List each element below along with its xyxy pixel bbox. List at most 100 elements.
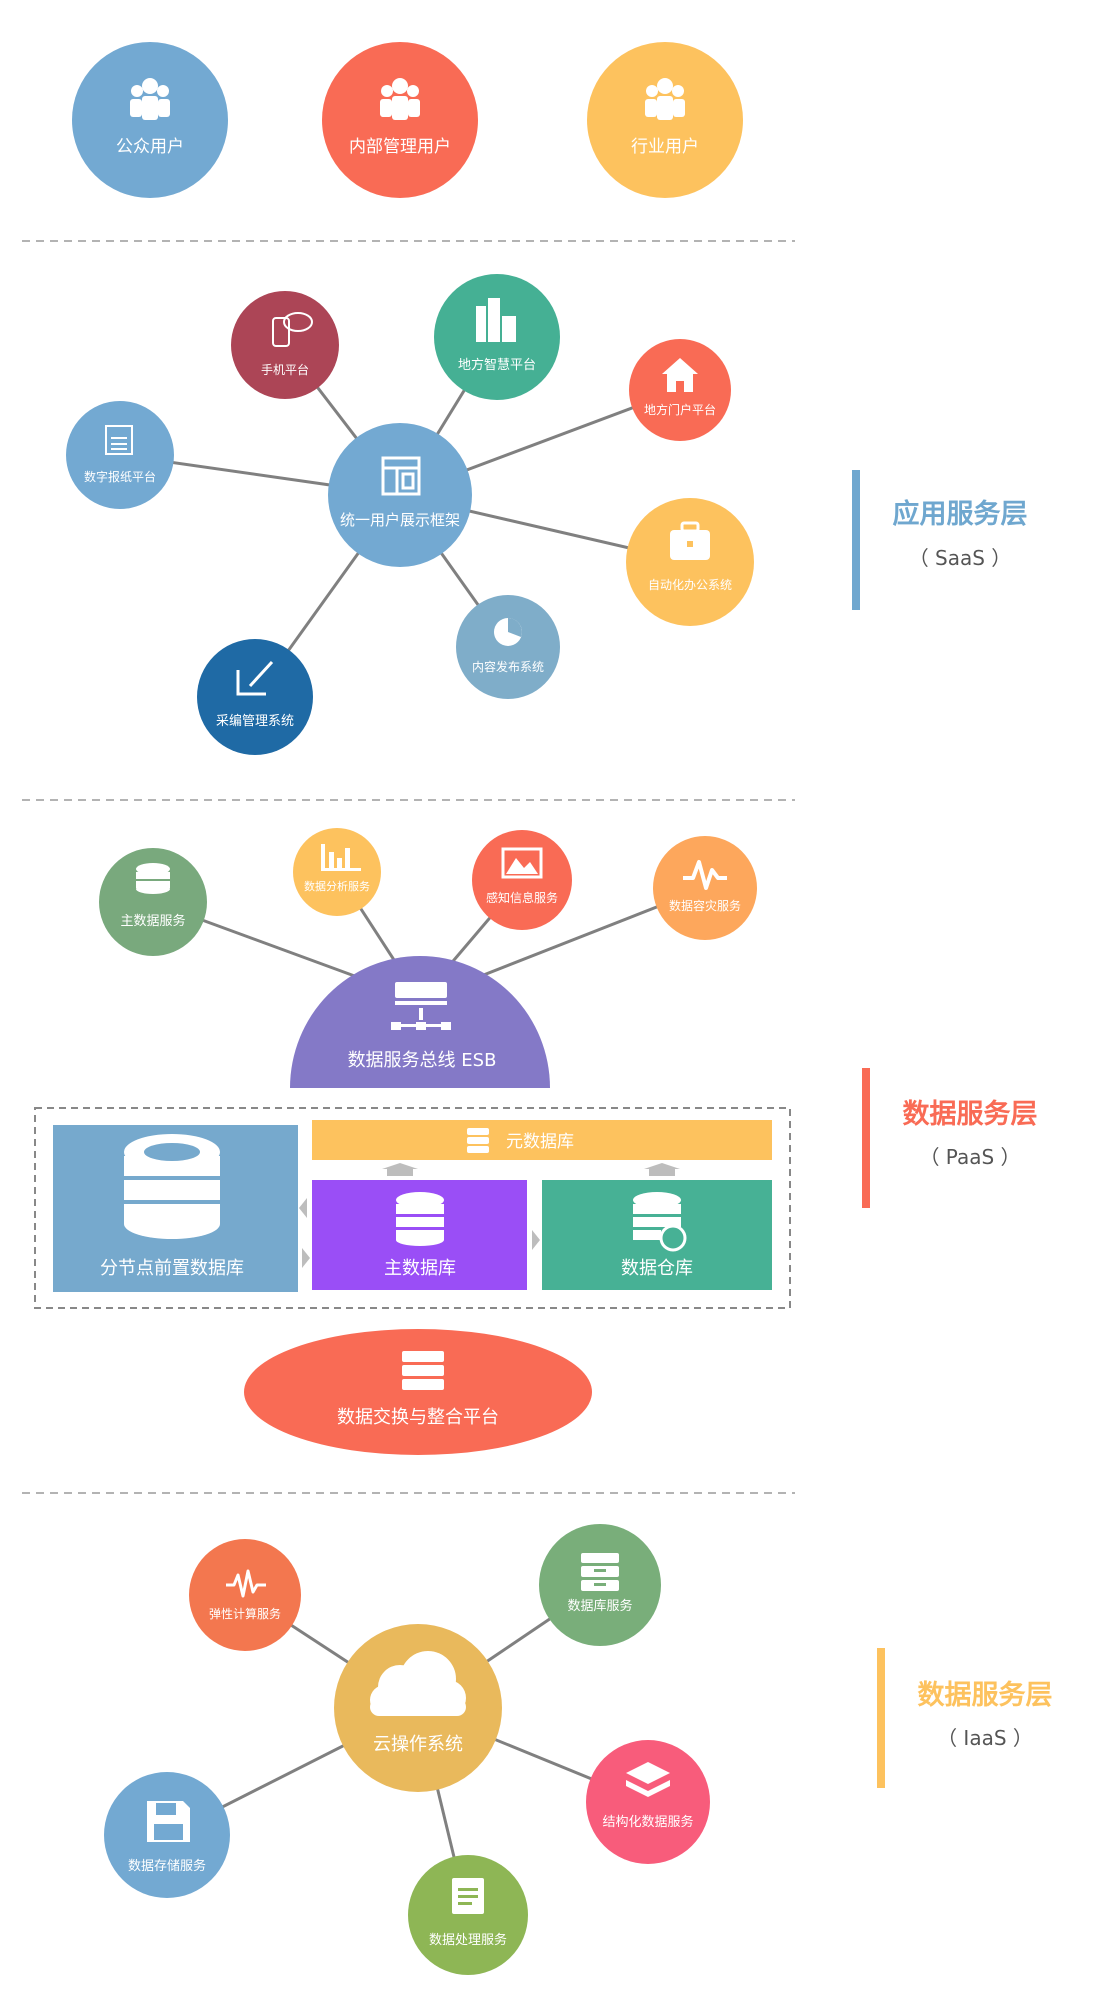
paas-layer-title: 数据服务层 [903, 1099, 1038, 1130]
arrow-up-icon [382, 1163, 418, 1176]
iaas-layer-subtitle: （ IaaS ） [937, 1726, 1033, 1750]
saas-node-label: 地方智慧平台 [458, 357, 536, 373]
database-icon [124, 1134, 220, 1239]
data-exchange-label: 数据交换与整合平台 [337, 1407, 499, 1428]
briefcase-icon [670, 521, 710, 560]
saas-node-portal: 地方门户平台 [629, 339, 731, 441]
user-public-label: 公众用户 [116, 137, 184, 157]
paas-layer: 主数据服务 数据分析服务 感知信息服务 数据容灾服务 [34, 828, 1038, 1455]
iaas-layer-title: 数据服务层 [918, 1680, 1053, 1711]
iaas-node-label: 数据处理服务 [429, 1932, 507, 1948]
paas-node-circle [472, 830, 572, 930]
iaas-node-circle [586, 1740, 710, 1864]
server-network-icon [391, 982, 451, 1030]
iaas-node-circle [189, 1539, 301, 1651]
saas-layer-title: 应用服务层 [893, 498, 1028, 530]
iaas-node-circle [408, 1855, 528, 1975]
pie-chart-icon [494, 618, 522, 646]
pulse-icon [683, 860, 727, 890]
data-warehouse-label: 数据仓库 [621, 1258, 693, 1279]
paas-node-label: 主数据服务 [120, 913, 185, 929]
paas-node-sensing: 感知信息服务 [472, 830, 572, 930]
saas-node-circle [626, 498, 754, 626]
data-exchange-platform: 数据交换与整合平台 [244, 1329, 592, 1455]
saas-node-label: 地方门户平台 [644, 402, 716, 417]
saas-node-smart-city: 地方智慧平台 [434, 274, 560, 400]
saas-node-editorial: 采编管理系统 [197, 639, 313, 755]
saas-hub-label: 统一用户展示框架 [340, 511, 460, 529]
edit-pen-icon [236, 660, 274, 696]
saas-node-label: 数字报纸平台 [84, 469, 156, 484]
paas-layer-legend: 数据服务层 （ PaaS ） [862, 1068, 1038, 1208]
iaas-node-database-service: 数据库服务 [539, 1524, 661, 1646]
people-group-icon [130, 78, 170, 120]
user-industry: 行业用户 [587, 42, 743, 198]
floppy-disk-icon [147, 1801, 190, 1842]
image-icon [501, 847, 543, 879]
saas-node-label: 内容发布系统 [472, 659, 544, 674]
iaas-node-label: 弹性计算服务 [209, 1606, 281, 1621]
server-rack-icon [402, 1351, 444, 1390]
iaas-layer-legend: 数据服务层 （ IaaS ） [877, 1648, 1053, 1788]
master-db-label: 主数据库 [384, 1258, 456, 1279]
saas-node-circle [197, 639, 313, 755]
cloud-icon [370, 1651, 466, 1716]
paas-node-label: 数据容灾服务 [669, 898, 741, 913]
paas-node-circle [293, 828, 381, 916]
arrow-right-icon [532, 1230, 540, 1250]
arrow-right-icon [302, 1248, 310, 1268]
archive-icon [581, 1553, 619, 1591]
mobile-chat-icon [272, 312, 313, 347]
saas-layer-legend: 应用服务层 （ SaaS ） [852, 470, 1028, 610]
user-internal-label: 内部管理用户 [349, 137, 451, 157]
document-icon [452, 1878, 484, 1914]
layout-icon [381, 456, 421, 496]
paas-node-master-data: 主数据服务 [99, 848, 207, 956]
metadata-db-bar [312, 1120, 772, 1160]
archive-icon [467, 1128, 489, 1153]
layers-icon [626, 1762, 670, 1797]
saas-node-newspaper: 数字报纸平台 [66, 401, 174, 509]
paas-node-circle [99, 848, 207, 956]
flow-arrows [299, 1163, 680, 1268]
database-icon [136, 863, 170, 894]
iaas-node-elastic-compute: 弹性计算服务 [189, 1539, 301, 1651]
iaas-node-processing: 数据处理服务 [408, 1855, 528, 1975]
iaas-hub-label: 云操作系统 [373, 1734, 463, 1755]
metadata-db-block: 元数据库 [312, 1120, 772, 1160]
saas-node-publish: 内容发布系统 [456, 595, 560, 699]
saas-accent-bar [852, 470, 860, 610]
data-exchange-ellipse [244, 1329, 592, 1455]
iaas-node-label: 结构化数据服务 [602, 1814, 693, 1830]
paas-node-disaster-recovery: 数据容灾服务 [653, 836, 757, 940]
saas-layer-subtitle: （ SaaS ） [909, 546, 1012, 570]
paas-node-label: 数据分析服务 [304, 879, 370, 893]
users-row: 公众用户 内部管理用户 行业用户 [72, 42, 743, 198]
iaas-layer: 云操作系统 弹性计算服务 数据库服务 结构化数据服务 [104, 1524, 1053, 1975]
bar-chart-icon [321, 844, 361, 871]
iaas-node-label: 数据库服务 [567, 1598, 632, 1614]
iaas-hub: 云操作系统 [334, 1624, 502, 1792]
paas-node-analysis: 数据分析服务 [293, 828, 381, 916]
data-store-group-frame [34, 1107, 791, 1309]
node-frontend-db-block: 分节点前置数据库 [53, 1125, 298, 1292]
iaas-node-storage: 数据存储服务 [104, 1772, 230, 1898]
arrow-up-icon [644, 1163, 680, 1176]
iaas-accent-bar [877, 1648, 885, 1788]
user-industry-label: 行业用户 [631, 137, 699, 157]
saas-node-mobile: 手机平台 [231, 291, 339, 399]
saas-node-office: 自动化办公系统 [626, 498, 754, 626]
esb-bus: 数据服务总线 ESB [290, 956, 550, 1088]
people-group-icon [380, 78, 420, 120]
people-group-icon [645, 78, 685, 120]
heartbeat-icon [226, 1569, 266, 1598]
user-internal-admin: 内部管理用户 [322, 42, 478, 198]
paas-layer-subtitle: （ PaaS ） [919, 1145, 1020, 1169]
saas-hub: 统一用户展示框架 [328, 423, 472, 567]
database-icon [396, 1192, 444, 1246]
saas-node-label: 自动化办公系统 [648, 577, 732, 592]
node-frontend-db-label: 分节点前置数据库 [100, 1258, 244, 1279]
saas-node-label: 采编管理系统 [216, 714, 294, 729]
paas-node-label: 感知信息服务 [486, 890, 558, 905]
